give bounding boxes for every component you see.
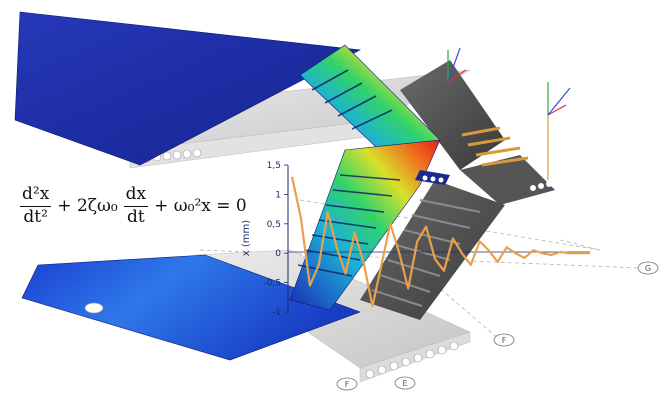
- grid-bubble-e: E: [394, 376, 416, 390]
- chart-y-tick-label: -0,5: [263, 279, 281, 289]
- damping-coefficient-term: + 2ζω₀: [57, 196, 118, 216]
- chart-y-tick-label: 1: [275, 190, 281, 200]
- axis-triad-2: [547, 82, 571, 180]
- svg-text:F: F: [345, 380, 350, 389]
- chart-y-tick-label: 0,5: [267, 220, 281, 230]
- grid-bubble-g: G: [637, 261, 659, 275]
- chart-series-line: [290, 176, 590, 308]
- damped-oscillator-equation: d²x dt² + 2ζω₀ dx dt + ω₀²x = 0: [20, 180, 247, 232]
- svg-text:G: G: [645, 264, 651, 273]
- chart-y-label: x (mm): [241, 220, 252, 256]
- grid-bubble-blank: [84, 302, 104, 314]
- stiffness-term: + ω₀²x = 0: [154, 196, 247, 216]
- svg-text:F: F: [502, 336, 507, 345]
- fea-staircase: [289, 44, 450, 311]
- grid-bubble-f-left: F: [336, 377, 358, 391]
- chart-y-tick-label: -1: [272, 308, 281, 318]
- first-derivative-fraction: dx dt: [123, 183, 149, 227]
- axis-triad-1: [447, 47, 467, 83]
- second-derivative-fraction: d²x dt²: [20, 183, 52, 227]
- chart-y-tick-label: 1,5: [267, 161, 281, 171]
- svg-text:E: E: [402, 379, 407, 388]
- chart-y-tick-label: 0: [275, 249, 281, 259]
- bottom-blue-slab: [21, 254, 361, 361]
- displacement-chart: 1,5 1 0,5 0 -0,5 -1 x (mm): [241, 161, 590, 318]
- grid-bubble-f-right: F: [493, 333, 515, 347]
- top-blue-slab: [14, 11, 362, 166]
